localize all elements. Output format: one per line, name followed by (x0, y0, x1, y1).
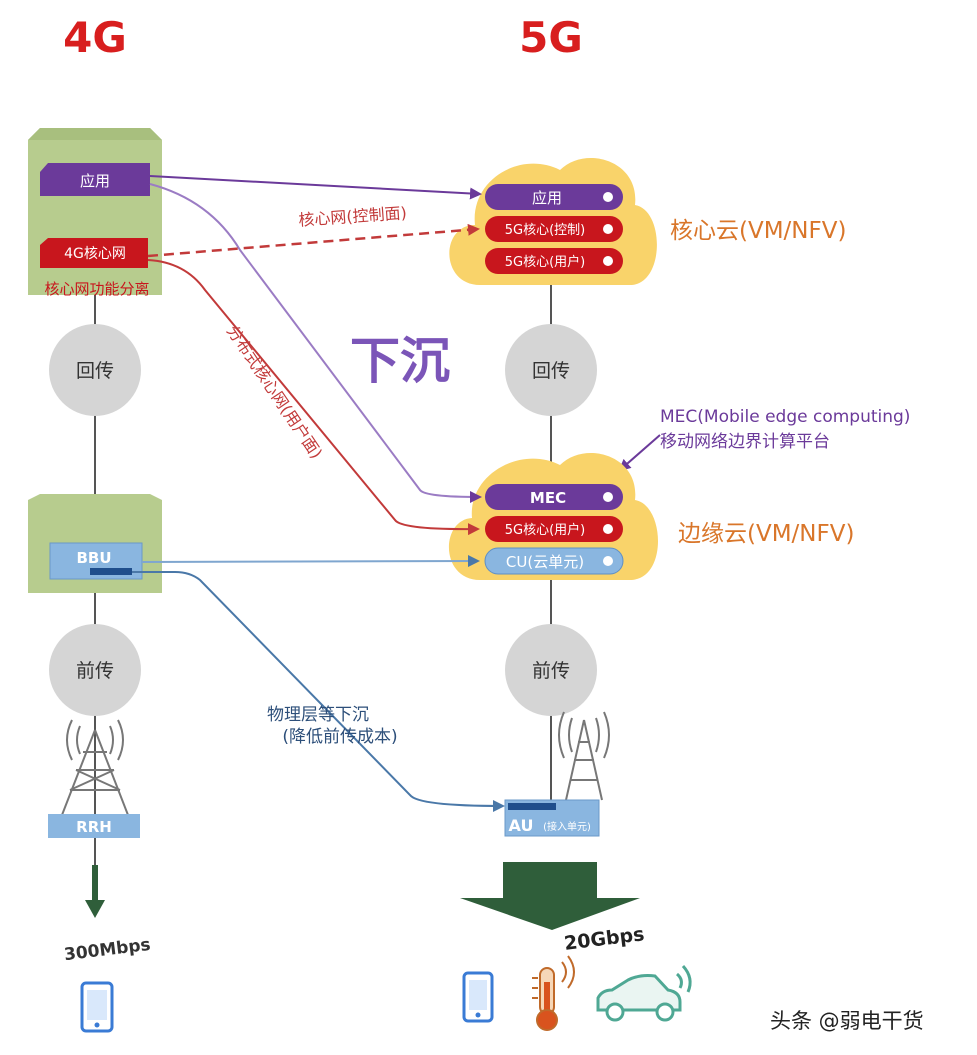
core-to-edge-user-arrow (147, 259, 480, 536)
watermark: 头条 @弱电干货 (770, 1009, 924, 1033)
down-arrow-5g (460, 862, 640, 930)
core-box-4g (28, 128, 162, 295)
mec-note-cn: 移动网络边界计算平台 (660, 432, 830, 452)
app-to-mec-arrow (149, 183, 482, 503)
app-label-4g: 应用 (80, 172, 110, 190)
sink-label: 下沉 (350, 332, 450, 390)
antenna-tower-icon-5g (558, 711, 610, 801)
speed-5g: 20Gbps (563, 923, 646, 955)
au-sublabel: (接入单元) (543, 820, 591, 833)
bbu-label: BBU (76, 549, 111, 567)
mec-note-arrow (618, 434, 661, 472)
edge-cloud-cu-label: CU(云单元) (506, 553, 584, 571)
rrh-label: RRH (76, 818, 112, 836)
control-plane-label: 核心网(控制面) (298, 203, 408, 230)
core-separation-note: 核心网功能分离 (44, 280, 149, 298)
core-cloud-item-app: 应用 (485, 184, 623, 210)
rrh-block: RRH (48, 814, 140, 838)
car-icon (596, 964, 692, 1022)
core-cloud-app-label: 应用 (532, 189, 562, 207)
core-block-4g: 4G核心网 (40, 238, 148, 268)
backhaul-label-4g: 回传 (76, 360, 114, 382)
mec-note-en: MEC(Mobile edge computing) (660, 407, 910, 427)
bbu-to-au-arrow (132, 571, 505, 812)
au-label: AU (509, 816, 534, 835)
fronthaul-circle-5g (505, 624, 597, 716)
physical-layer-label-2: (降低前传成本) (282, 727, 397, 747)
core-cloud-label: 核心云(VM/NFV) (670, 218, 846, 244)
edge-cloud-mec-label: MEC (530, 489, 566, 507)
edge-cloud-item-cu: CU(云单元) (484, 547, 624, 575)
thermometer-icon (532, 955, 575, 1031)
down-arrow-4g (85, 865, 105, 918)
core-to-control-arrow (147, 223, 480, 258)
core-cloud-item-control: 5G核心(控制) (485, 216, 623, 242)
bbu-to-cu-arrow (141, 555, 480, 568)
antenna-tower-icon (61, 719, 129, 816)
core-cloud-control-label: 5G核心(控制) (505, 223, 586, 238)
physical-layer-label-1: 物理层等下沉 (267, 705, 369, 725)
backhaul-circle-4g (49, 324, 141, 416)
bbu-block: BBU (49, 542, 143, 580)
edge-cloud-item-user: 5G核心(用户) (485, 516, 623, 542)
au-block: AU (接入单元) (504, 799, 600, 837)
heading-4g: 4G (63, 13, 127, 62)
fronthaul-circle-4g (49, 624, 141, 716)
fronthaul-label-4g: 前传 (76, 660, 114, 682)
phone-icon (80, 981, 114, 1033)
heading-5g: 5G (519, 13, 583, 62)
core-label-4g: 4G核心网 (64, 246, 126, 262)
edge-cloud-user-label: 5G核心(用户) (505, 522, 586, 538)
core-cloud-item-user: 5G核心(用户) (485, 248, 623, 274)
backhaul-circle-5g (505, 324, 597, 416)
phone-icon-5g (462, 971, 494, 1023)
app-block-4g: 应用 (40, 163, 150, 196)
edge-cloud-item-mec: MEC (485, 484, 623, 510)
app-to-core-cloud-arrow (149, 175, 482, 200)
edge-cloud-label: 边缘云(VM/NFV) (678, 521, 854, 547)
backhaul-label-5g: 回传 (532, 360, 570, 382)
speed-4g: 300Mbps (63, 935, 152, 965)
fronthaul-label-5g: 前传 (532, 660, 570, 682)
core-cloud-user-label: 5G核心(用户) (505, 254, 586, 270)
